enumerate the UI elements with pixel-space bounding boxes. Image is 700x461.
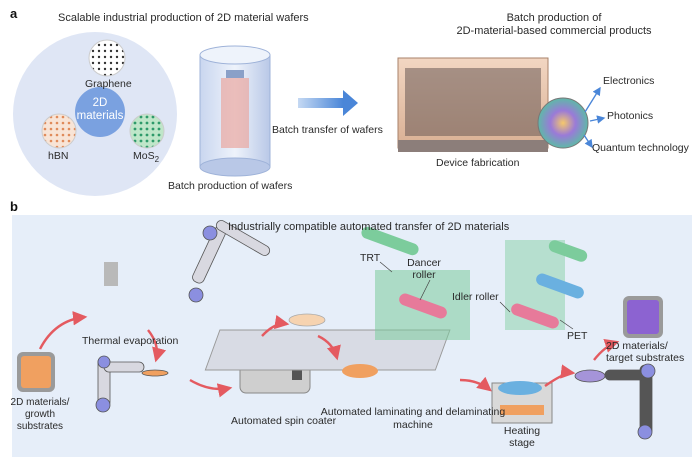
target-label-2: target substrates [606,352,685,364]
hbn-label: hBN [48,150,69,162]
graphene-icon [88,39,126,77]
graphene-label: Graphene [85,78,132,90]
right-title-line1: Batch production of [506,12,602,24]
center-label-2d: 2D [92,97,108,109]
batch-transfer-label: Batch transfer of wafers [272,124,383,136]
arrow-robot-to-target [593,338,620,361]
pet-label: PET [567,330,588,342]
mos2-icon [129,113,165,149]
thermal-evaporator-icon [104,262,118,286]
panel-a-left-title: Scalable industrial production of 2D mat… [58,12,309,24]
center-label-materials: materials [76,110,124,122]
materials-circle-group [13,32,177,196]
idler-leader [499,301,511,313]
batch-transfer-arrowhead [343,90,358,116]
growth-substrate-icon [17,352,55,392]
arrow-robot-to-laminator [317,334,341,361]
wafer-reactor-icon [199,45,271,177]
trt-leader [379,261,393,273]
output-photonics: Photonics [607,110,654,122]
target-label-1: 2D materials/ [606,340,668,352]
mos2-label: MoS2 [133,150,159,165]
arrow-laminator-to-heating [459,376,492,392]
arrow-robot-to-coater [189,378,233,398]
growth-label-1: 2D materials/ [10,397,70,408]
panel-b-title: Industrially compatible automated transf… [228,221,510,233]
idler-label: Idler roller [452,291,499,303]
trt-label: TRT [360,252,381,264]
arrow-quantum [583,134,593,149]
batch-wafers-label: Batch production of wafers [168,180,293,192]
heating-label-1: Heating [503,425,541,437]
right-title-line2: 2D-material-based commercial products [456,25,652,37]
arrow-evaporation-to-robot [147,329,167,363]
growth-label-2: growth [24,409,55,420]
laminating-machine-icon [204,226,588,378]
target-substrate-icon [623,296,663,338]
product-wafer-icon [537,97,589,149]
arrow-photonics [589,115,606,124]
dancer-leader [419,279,431,301]
hbn-icon [41,113,77,149]
heating-stage-icon [491,381,553,424]
mos2-label-sub: 2 [154,155,160,165]
arrow-growth-to-evaporation [38,311,88,350]
arrow-heating-to-robot [544,364,576,387]
output-quantum: Quantum technology [592,142,689,154]
dancer-label-1: Dancer [407,257,441,269]
arrow-electronics [584,86,601,113]
center-materials-circle [75,87,125,137]
panel-b-letter: b [10,199,18,214]
heating-label-2: stage [509,437,535,449]
thermal-evaporation-label: Thermal evaporation [82,335,179,347]
robot-arm-right-icon [574,363,656,440]
laminating-label-1: Automated laminating and delaminating [320,406,506,418]
mos2-label-base: MoS [133,150,155,162]
output-electronics: Electronics [603,75,655,87]
laminating-label-2: machine [393,419,433,431]
batch-transfer-arrow [298,98,343,108]
dancer-label-2: roller [412,269,436,281]
pet-leader [559,319,574,330]
fabrication-machine-icon [397,57,589,152]
arrow-coater-to-robot [261,314,290,337]
device-fabrication-label: Device fabrication [436,157,520,169]
robot-arm-left-icon [95,355,169,413]
robot-arm-middle-icon [188,220,326,327]
panel-a-letter: a [10,6,18,21]
growth-label-3: substrates [16,421,64,432]
spin-coater-label: Automated spin coater [231,415,337,427]
